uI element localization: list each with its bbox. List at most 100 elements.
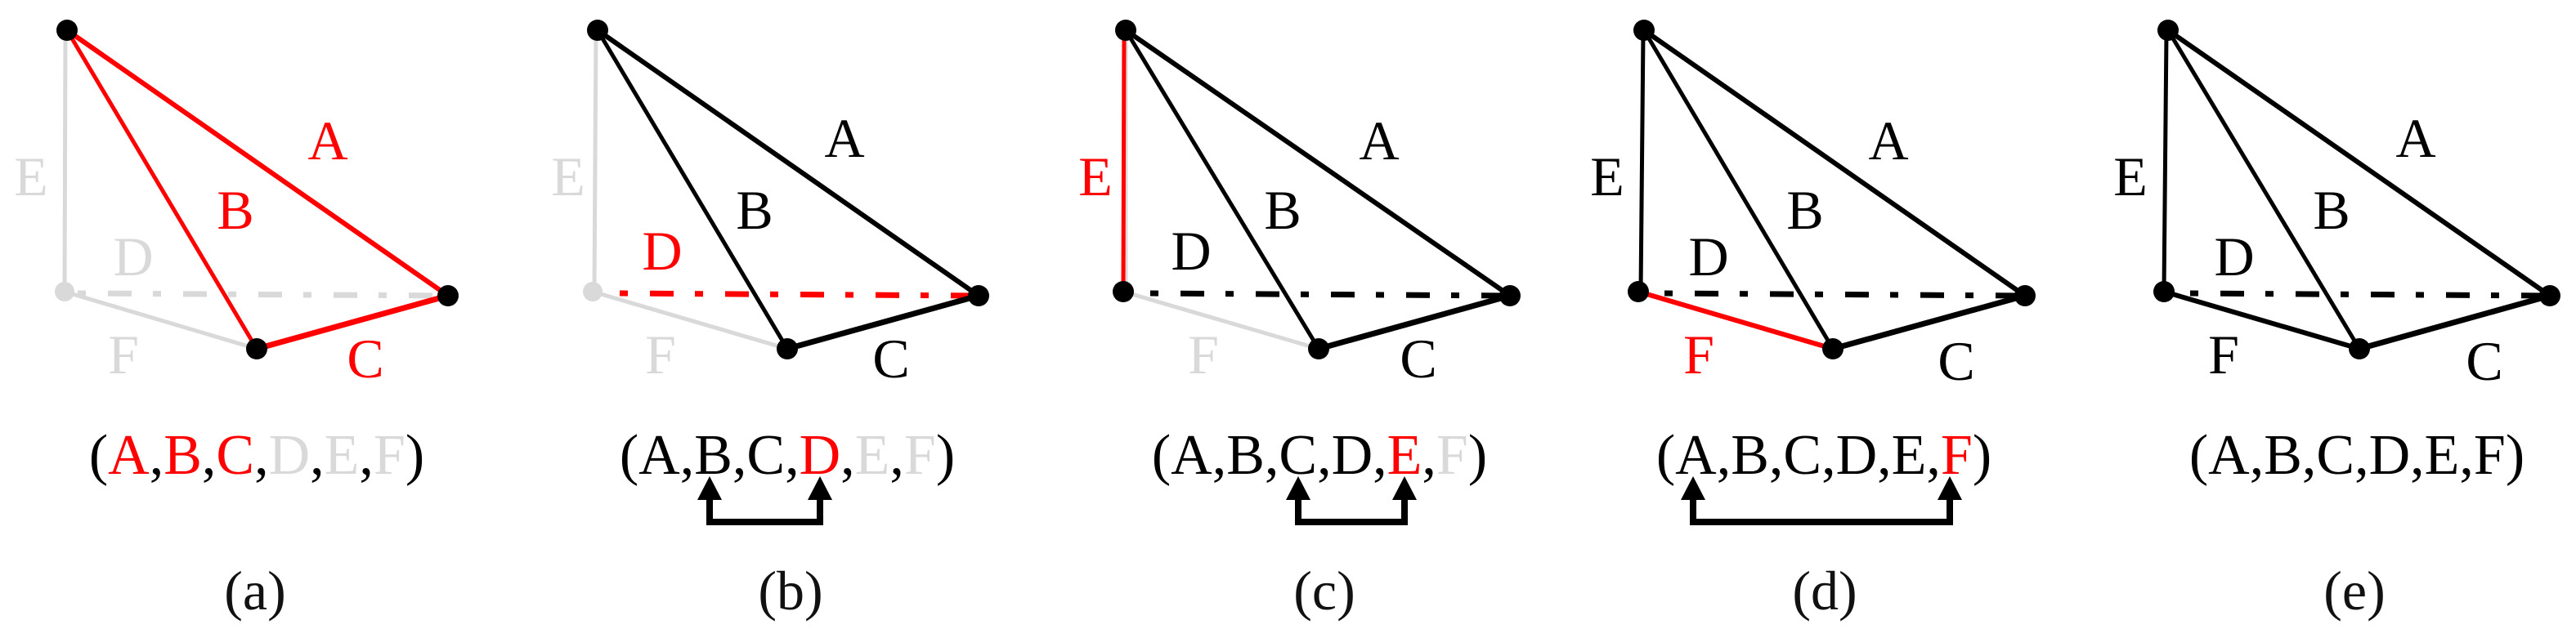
vertex-top xyxy=(587,20,608,41)
vertex-top xyxy=(56,20,78,41)
arrowhead-up-icon xyxy=(1286,476,1310,500)
vertex-back xyxy=(2153,281,2175,302)
edge-label-f: F xyxy=(1683,323,1714,386)
vertex-back xyxy=(583,282,603,301)
edge-tuple-a: (A,B,C,D,E,F) xyxy=(89,424,424,487)
edge-b xyxy=(595,29,790,350)
swap-arrow-a-f xyxy=(1681,476,1962,525)
edge-label-f: F xyxy=(108,323,139,386)
edge-label-e: E xyxy=(2113,145,2148,207)
edge-label-e: E xyxy=(1590,145,1624,207)
edge-label-b: B xyxy=(217,179,253,241)
edge-label-d: D xyxy=(2214,225,2254,288)
edge-d xyxy=(1149,290,1511,299)
panel-e: A B C D E F (A,B,C,D,E,F) (e) xyxy=(2113,20,2560,622)
edge-label-c: C xyxy=(2466,330,2502,392)
arrowhead-up-icon xyxy=(808,476,832,500)
edge-f xyxy=(2163,289,2360,351)
vertex-top xyxy=(2157,20,2179,41)
panel-caption-c: (c) xyxy=(1293,560,1355,622)
edge-f xyxy=(1122,289,1319,351)
edge-a xyxy=(596,28,980,298)
edge-label-e: E xyxy=(551,145,585,207)
edge-tuple-b: (A,B,C,D,E,F) xyxy=(620,424,955,487)
vertex-back xyxy=(55,282,74,301)
edge-c xyxy=(786,292,979,352)
vertex-back xyxy=(1113,281,1134,302)
edge-label-c: C xyxy=(872,328,909,390)
edge-b xyxy=(1642,29,1835,350)
edge-label-b: B xyxy=(1786,179,1823,241)
vertex-right xyxy=(2539,285,2560,306)
edge-a xyxy=(65,28,450,298)
edge-a xyxy=(2166,28,2551,298)
edge-label-a: A xyxy=(1868,109,1908,172)
panel-caption-d: (d) xyxy=(1792,560,1857,622)
vertex-right xyxy=(437,285,459,306)
swap-arrow-c-e xyxy=(1286,476,1417,525)
edge-label-a: A xyxy=(307,109,347,172)
vertex-right xyxy=(2014,285,2036,306)
edge-d xyxy=(2189,290,2551,299)
edge-b xyxy=(2166,29,2362,350)
vertex-top xyxy=(1633,20,1655,41)
vertex-bottom xyxy=(1822,338,1844,359)
tetrahedron-d: A B C D E F xyxy=(1590,20,2036,392)
edge-f xyxy=(64,289,258,351)
edge-c xyxy=(1832,292,2026,352)
vertex-right xyxy=(1499,285,1521,306)
edge-label-f: F xyxy=(645,323,676,386)
edge-label-c: C xyxy=(1400,328,1436,390)
edge-b xyxy=(1123,29,1321,350)
edge-tuple-d: (A,B,C,D,E,F) xyxy=(1656,424,1991,487)
edge-label-b: B xyxy=(736,179,773,241)
tetrahedron-c: A B C D E F xyxy=(1078,20,1521,390)
edge-label-c: C xyxy=(347,328,383,390)
edge-e xyxy=(2162,32,2169,292)
arrowhead-up-icon xyxy=(1392,476,1417,500)
arrowhead-up-icon xyxy=(1938,476,1962,500)
vertex-back xyxy=(1628,281,1649,302)
swap-arrow-b-d xyxy=(697,476,832,525)
edge-label-f: F xyxy=(1188,323,1219,386)
edge-d xyxy=(1664,290,2026,299)
panel-caption-a: (a) xyxy=(224,560,285,622)
edge-f xyxy=(592,289,788,351)
edge-label-a: A xyxy=(2395,107,2435,169)
edge-label-a: A xyxy=(1359,109,1399,172)
edge-label-e: E xyxy=(1078,145,1113,207)
panel-c: A B C D E F (A,B,C,D,E,F) (c) xyxy=(1078,20,1521,622)
edge-e xyxy=(1121,32,1127,292)
edge-label-f: F xyxy=(2208,323,2239,386)
edge-label-d: D xyxy=(1171,220,1211,282)
vertex-top xyxy=(1115,20,1136,41)
edge-label-d: D xyxy=(642,220,682,282)
edge-a xyxy=(1124,28,1512,298)
vertex-bottom xyxy=(2349,338,2370,359)
edge-c xyxy=(2359,292,2551,352)
edge-label-a: A xyxy=(824,107,864,169)
panel-d: A B C D E F (A,B,C,D,E,F) (d) xyxy=(1590,20,2036,622)
panel-b: A B C D E F (A,B,C,D,E,F) (b) xyxy=(551,20,989,622)
edge-d xyxy=(77,290,449,299)
edge-a xyxy=(1642,28,2027,298)
edge-c xyxy=(256,292,449,352)
vertex-bottom xyxy=(246,338,267,359)
edge-c xyxy=(1318,292,1511,352)
edge-label-c: C xyxy=(1938,330,1974,392)
panel-a: A B C D E F (A,B,C,D,E,F) (a) xyxy=(14,20,459,622)
edge-label-d: D xyxy=(1688,225,1728,288)
vertex-bottom xyxy=(1308,338,1329,359)
arrowhead-up-icon xyxy=(697,476,722,500)
edge-label-d: D xyxy=(113,225,153,288)
edge-tuple-c: (A,B,C,D,E,F) xyxy=(1152,424,1487,487)
edge-d xyxy=(619,290,979,299)
tetrahedron-e: A B C D E F xyxy=(2113,20,2560,392)
arrowhead-up-icon xyxy=(1681,476,1705,500)
edge-b xyxy=(65,29,259,350)
edge-label-e: E xyxy=(14,145,48,207)
edge-tuple-e: (A,B,C,D,E,F) xyxy=(2189,424,2524,487)
edge-f xyxy=(1637,289,1834,351)
panel-caption-e: (e) xyxy=(2323,560,2385,622)
